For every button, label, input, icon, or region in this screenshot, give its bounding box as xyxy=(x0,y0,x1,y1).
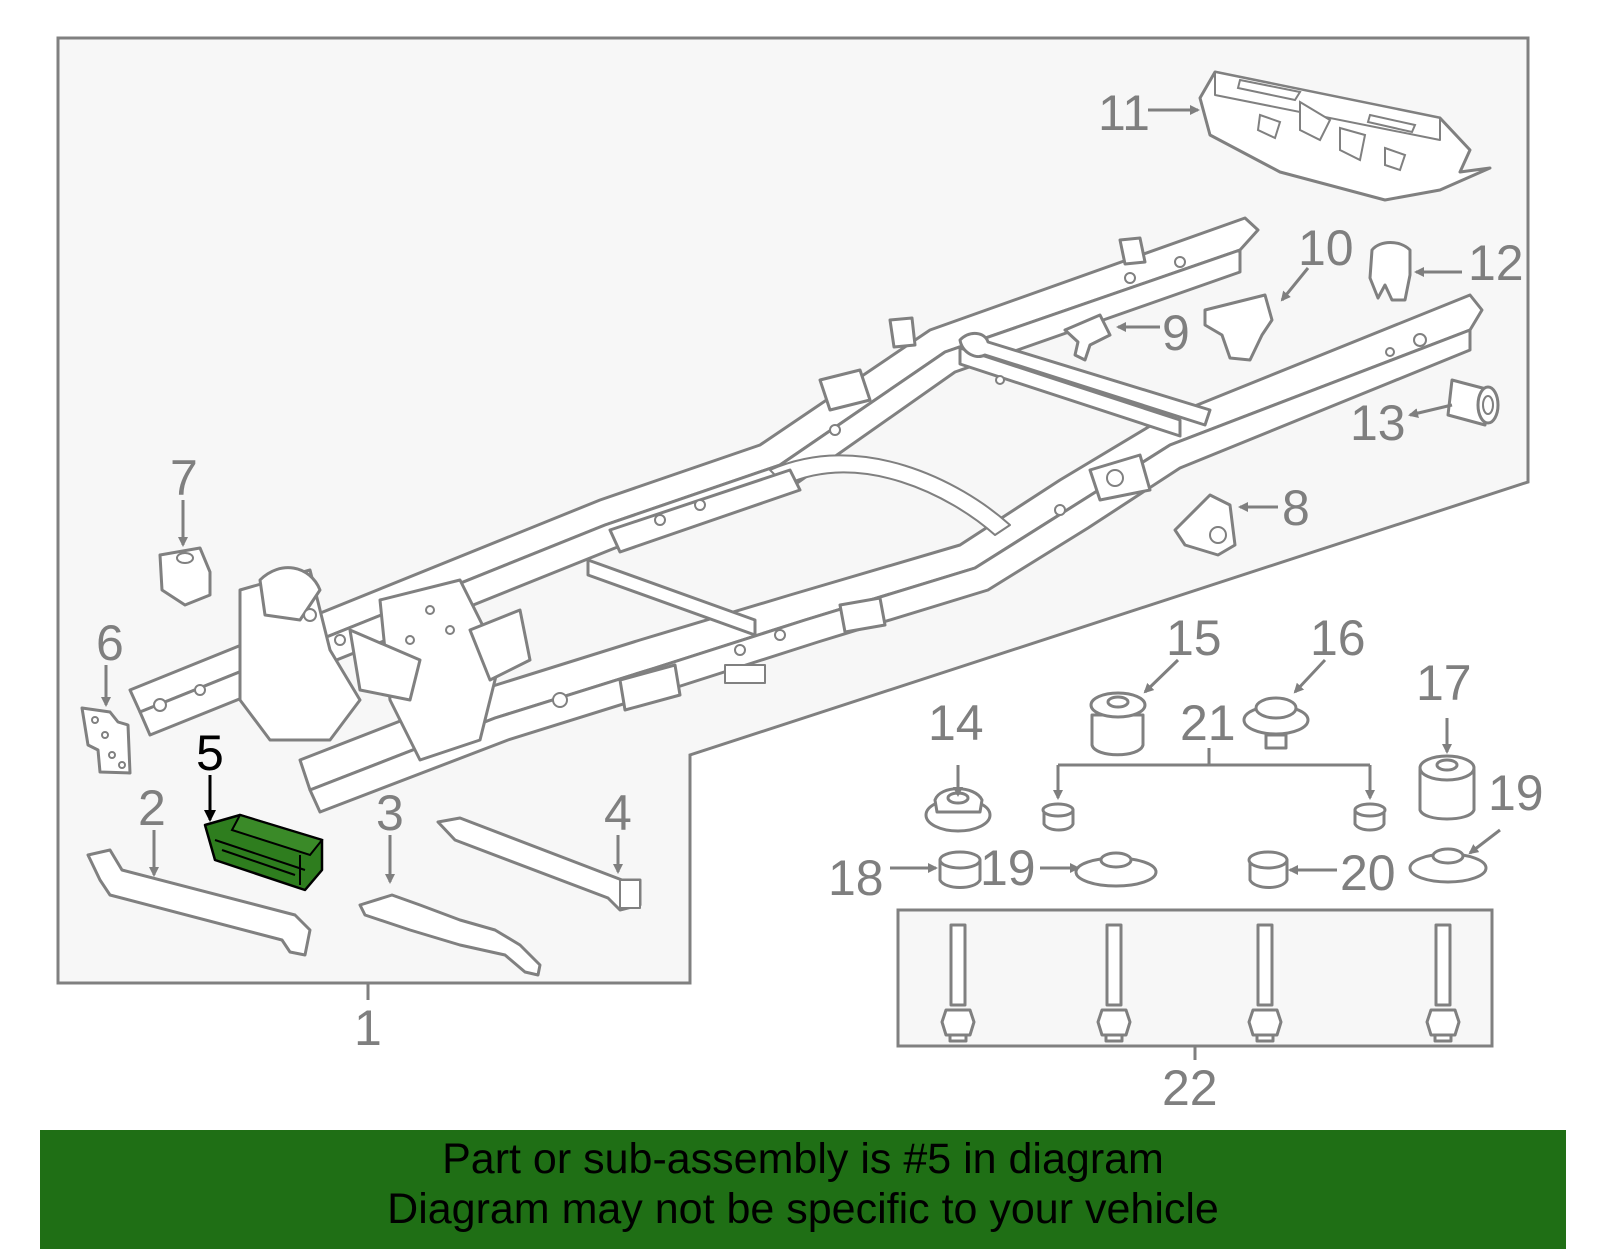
part-18-spacer xyxy=(938,850,982,889)
part-10-bracket xyxy=(1203,293,1274,362)
callout-21: 21 xyxy=(1180,695,1236,751)
part-6-plate xyxy=(80,706,132,775)
part-20-spacer xyxy=(1247,850,1289,889)
callout-22: 22 xyxy=(1162,1060,1218,1116)
callout-16: 16 xyxy=(1310,610,1366,666)
callout-12: 12 xyxy=(1468,235,1524,291)
callout-15: 15 xyxy=(1166,610,1222,666)
banner-line-2: Diagram may not be specific to your vehi… xyxy=(387,1185,1219,1233)
callout-3: 3 xyxy=(376,785,404,841)
part-16-mount xyxy=(1242,696,1310,750)
part-3-crossmember xyxy=(358,893,542,977)
part-8-mount xyxy=(1173,493,1237,557)
part-7-mount xyxy=(158,546,212,607)
callout-13: 13 xyxy=(1350,395,1406,451)
leader-lines xyxy=(101,105,1501,1060)
part-19-washer-left xyxy=(1074,851,1158,888)
callout-2: 2 xyxy=(138,780,166,836)
part-4-crossmember xyxy=(436,816,642,912)
part-12-bracket xyxy=(1368,241,1412,302)
callout-labels: 11 10 12 9 13 8 7 6 5 2 3 4 14 15 16 17 … xyxy=(96,85,1544,1116)
part-5-highlighted[interactable] xyxy=(203,813,324,892)
part-15-mount xyxy=(1089,691,1147,757)
callout-8: 8 xyxy=(1282,480,1310,536)
callout-19-right: 19 xyxy=(1488,765,1544,821)
bolt-group-panel xyxy=(896,908,1494,1048)
callout-17: 17 xyxy=(1416,655,1472,711)
part-21-spacers xyxy=(1041,748,1387,832)
callout-4: 4 xyxy=(604,785,632,841)
callout-19-left: 19 xyxy=(980,840,1036,896)
callout-10: 10 xyxy=(1298,220,1354,276)
callout-9: 9 xyxy=(1162,305,1190,361)
part-14-mount xyxy=(924,787,992,833)
part-19-washer-right xyxy=(1408,847,1488,884)
part-11-crossmember xyxy=(1198,70,1492,202)
callout-11: 11 xyxy=(1098,85,1150,141)
callout-18: 18 xyxy=(828,850,884,906)
part-2-crossmember xyxy=(86,848,312,957)
callout-1: 1 xyxy=(354,1000,382,1056)
part-22-bolts xyxy=(940,923,1461,1043)
callout-5: 5 xyxy=(196,725,224,781)
callout-7: 7 xyxy=(170,450,198,506)
part-17-mount xyxy=(1418,754,1476,821)
callout-6: 6 xyxy=(96,615,124,671)
info-banner: Part or sub-assembly is #5 in diagram Di… xyxy=(40,1130,1566,1249)
vehicle-frame xyxy=(128,216,1484,814)
part-9-bracket xyxy=(1063,313,1112,362)
banner-line-1: Part or sub-assembly is #5 in diagram xyxy=(442,1135,1164,1183)
part-13-bushing xyxy=(1446,378,1500,427)
callout-20: 20 xyxy=(1340,845,1396,901)
callout-14: 14 xyxy=(928,695,984,751)
